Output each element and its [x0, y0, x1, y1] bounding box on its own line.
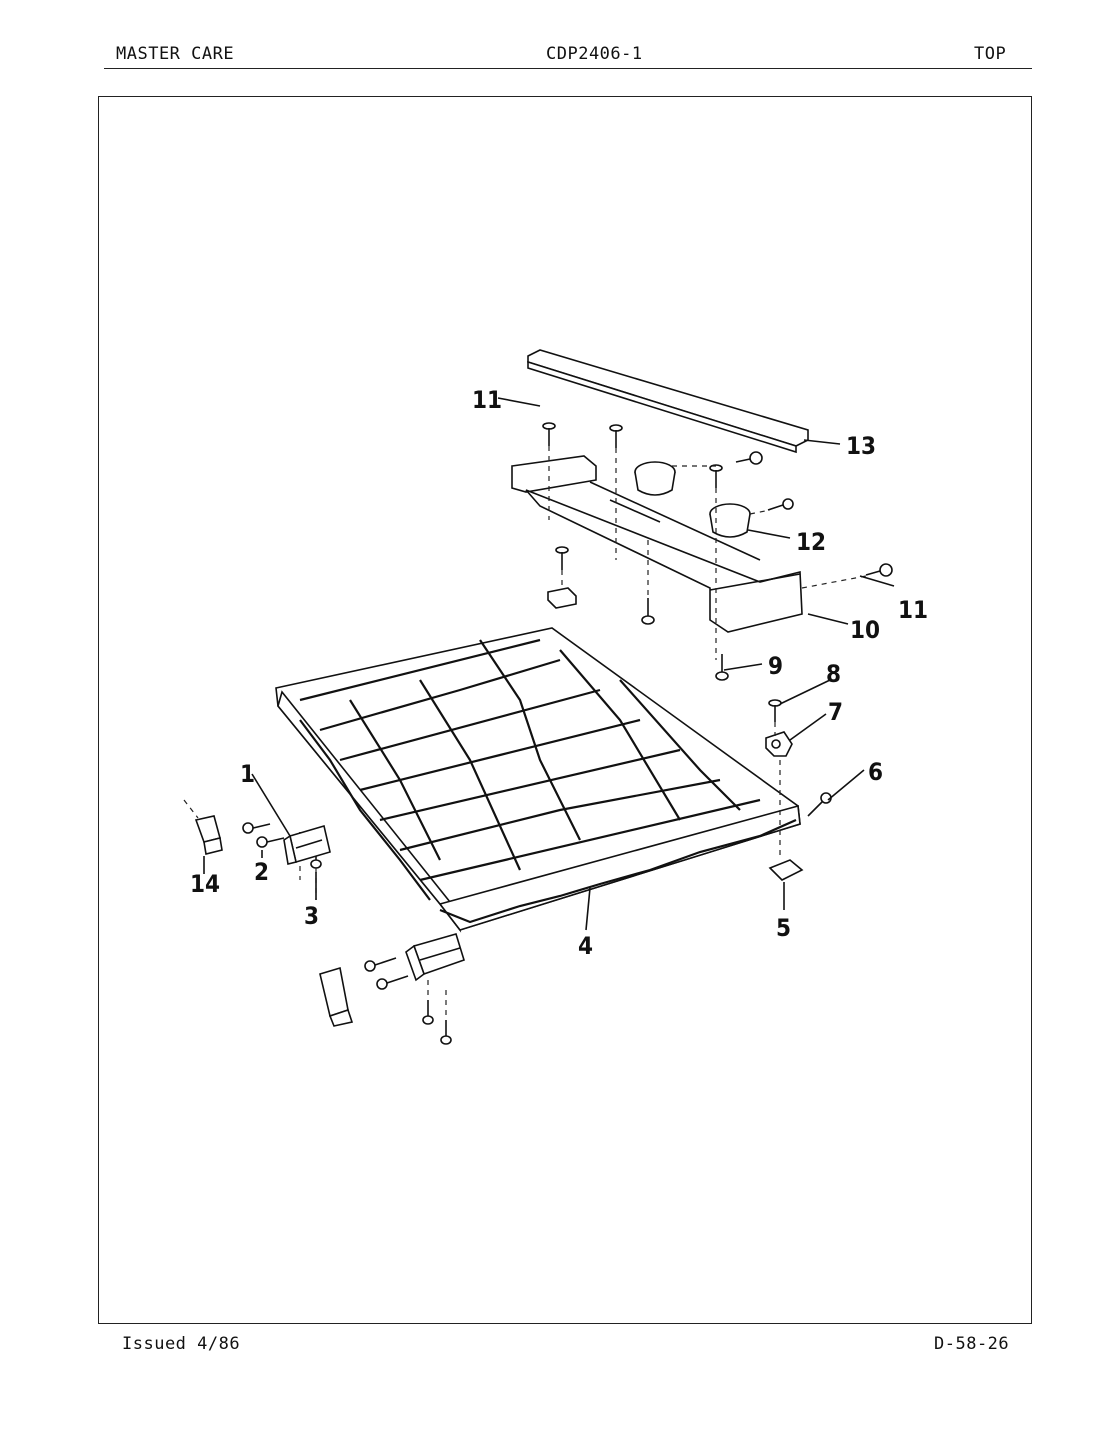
callout-13: 13	[846, 432, 876, 460]
screw-icon	[555, 546, 569, 570]
callout-14: 14	[190, 870, 220, 898]
part-12-knob	[634, 461, 751, 538]
screw-icon	[641, 598, 655, 625]
callout-4: 4	[578, 932, 593, 960]
screw-icon	[767, 498, 794, 511]
diagram-frame	[98, 96, 1032, 1324]
assembly-lines	[183, 446, 867, 1020]
leader-lines	[203, 397, 895, 931]
screw-icon	[422, 1000, 434, 1025]
part-13-trim-strip	[527, 349, 809, 454]
callout-11: 11	[472, 386, 502, 414]
callout-11b: 11	[898, 596, 928, 624]
callout-2: 2	[254, 858, 269, 886]
header-brand: MASTER CARE	[116, 44, 235, 64]
callout-10: 10	[850, 616, 880, 644]
screw-icon	[440, 1020, 452, 1045]
part-10-control-bracket	[511, 455, 803, 633]
screw-icon	[768, 699, 782, 722]
footer-issued: Issued 4/86	[122, 1334, 241, 1354]
screw-icon	[709, 464, 723, 488]
part-7-latch	[765, 731, 793, 757]
screw-icon	[735, 451, 763, 465]
screw-icon	[807, 792, 832, 817]
header-model: CDP2406-1	[546, 44, 643, 64]
screw-icon	[609, 424, 623, 448]
callout-1: 1	[240, 760, 255, 788]
header-rule	[104, 68, 1032, 69]
screw-icon	[715, 654, 729, 681]
part-1-mounting-bracket	[283, 824, 331, 865]
header-section: TOP	[974, 44, 1007, 64]
screw-icon	[256, 836, 285, 848]
part-4-wood-top	[275, 627, 801, 933]
screw-icon	[542, 422, 556, 446]
callout-8: 8	[826, 660, 841, 688]
screw-icon	[242, 822, 271, 834]
callout-5: 5	[776, 914, 791, 942]
screw-icon	[376, 975, 409, 990]
callout-9: 9	[768, 652, 783, 680]
callout-7: 7	[828, 698, 843, 726]
part-5-foot-plate	[768, 859, 804, 881]
callout-labels: 11 13 12 11 10 9 8 7 6 1 2 3 4 5 14	[190, 386, 928, 960]
part-14-clip	[194, 815, 223, 855]
screw-icon	[364, 957, 397, 972]
callout-12: 12	[796, 528, 826, 556]
part-bracket-lower	[405, 933, 465, 982]
screw-icon	[865, 563, 893, 577]
callout-6: 6	[868, 758, 883, 786]
footer-page-code: D-58-26	[934, 1334, 1010, 1354]
part-clip	[547, 587, 577, 609]
part-clip-lower	[319, 966, 354, 1027]
callout-3: 3	[304, 902, 319, 930]
